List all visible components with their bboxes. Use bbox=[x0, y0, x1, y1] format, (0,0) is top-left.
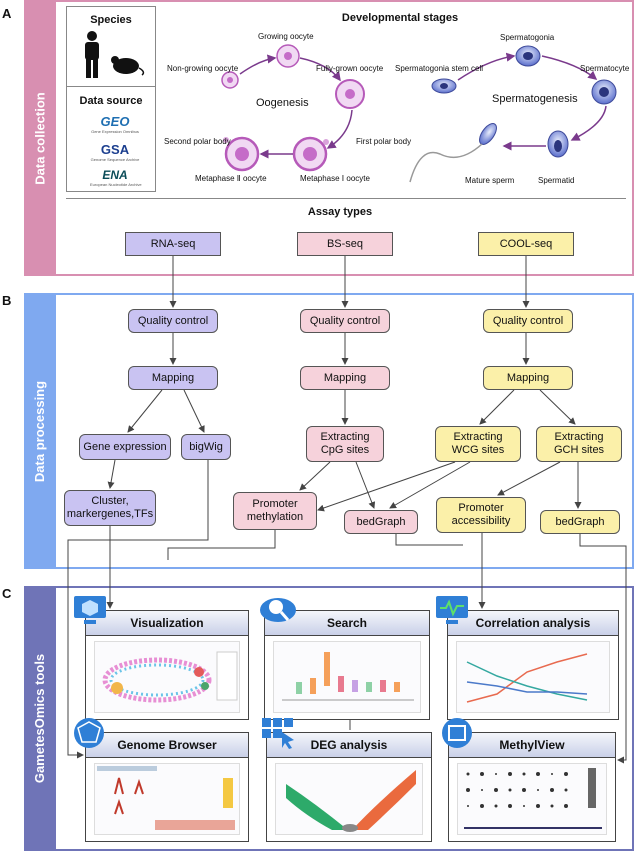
species-source-frame bbox=[66, 6, 156, 192]
oogenesis-diagram bbox=[221, 44, 365, 172]
genome-browser-preview bbox=[94, 763, 240, 835]
stage-fully-grown-oocyte: Fully-grown oocyte bbox=[316, 64, 384, 73]
stage-spermatid: Spermatid bbox=[538, 176, 575, 185]
panel-letter-b: B bbox=[2, 293, 12, 308]
spermatid-cell bbox=[547, 130, 569, 158]
assay-divider bbox=[66, 198, 626, 199]
fully-grown-oocyte-cell bbox=[335, 79, 365, 109]
metaphase-ii-oocyte-cell bbox=[223, 136, 260, 172]
bs-extracting-cpg-sites: Extracting CpG sites bbox=[306, 426, 384, 462]
bs-quality-control: Quality control bbox=[300, 309, 390, 333]
stage-metaphase-i-oocyte: Metaphase Ⅰ oocyte bbox=[300, 174, 370, 183]
panel-b-sidebar: Data processing bbox=[24, 293, 56, 569]
spermatocyte-cell bbox=[591, 79, 617, 105]
rna-cluster-markergenes-tfs: Cluster, markergenes,TFs bbox=[64, 490, 156, 526]
assay-types-title: Assay types bbox=[307, 206, 373, 218]
search-preview bbox=[273, 641, 421, 713]
cool-promoter-accessibility: Promoter accessibility bbox=[436, 497, 526, 533]
spermatogonia-cell bbox=[515, 45, 541, 67]
correlation-preview bbox=[456, 641, 610, 713]
panel-c-sidebar: GametesOmics tools bbox=[24, 586, 56, 851]
pulse-monitor-icon bbox=[436, 596, 468, 624]
data-source-title: Data source bbox=[79, 95, 143, 107]
rna-quality-control: Quality control bbox=[128, 309, 218, 333]
methylview-preview bbox=[457, 763, 607, 835]
growing-oocyte-cell bbox=[276, 44, 300, 68]
stage-spermatocyte: Spermatocyte bbox=[580, 64, 630, 73]
ena-logo-sub: European Nucleotide Archive bbox=[90, 182, 142, 187]
mouse-icon bbox=[111, 56, 145, 76]
panel-b-label: Data processing bbox=[32, 380, 48, 482]
cool-quality-control: Quality control bbox=[483, 309, 573, 333]
cube-monitor-icon bbox=[74, 596, 106, 624]
rna-mapping: Mapping bbox=[128, 366, 218, 390]
non-growing-oocyte-cell bbox=[221, 71, 239, 89]
stage-growing-oocyte: Growing oocyte bbox=[258, 32, 314, 41]
tool-visualization-title: Visualization bbox=[86, 611, 248, 636]
assay-rna-seq: RNA-seq bbox=[125, 232, 221, 256]
gsa-logo: GSA Genome Sequence Archive bbox=[90, 142, 140, 162]
species-title: Species bbox=[90, 14, 132, 26]
assay-cool-seq: COOL-seq bbox=[478, 232, 574, 256]
umap-scatter-preview bbox=[102, 651, 238, 703]
tool-search[interactable]: Search bbox=[264, 610, 430, 720]
panel-letter-c: C bbox=[2, 586, 12, 601]
ena-logo-text: ENA bbox=[102, 168, 128, 182]
panel-c-label: GametesOmics tools bbox=[32, 653, 48, 784]
bs-promoter-methylation: Promoter methylation bbox=[233, 492, 317, 530]
spermatogenesis-label: Spermatogenesis bbox=[492, 93, 578, 105]
rna-bigwig: bigWig bbox=[181, 434, 231, 460]
assay-bs-seq: BS-seq bbox=[297, 232, 393, 256]
tool-deg-analysis-title: DEG analysis bbox=[267, 733, 431, 758]
bs-mapping: Mapping bbox=[300, 366, 390, 390]
dot-matrix-preview bbox=[464, 768, 602, 829]
magnifier-cloud-icon bbox=[260, 598, 296, 622]
stage-first-polar-body: First polar body bbox=[356, 137, 412, 146]
stage-spermatogonia-stem-cell: Spermatogonia stem cell bbox=[395, 64, 484, 73]
panel-letter-a: A bbox=[2, 6, 12, 21]
spermatogonia-stem-cell bbox=[431, 78, 457, 94]
gsa-logo-text: GSA bbox=[100, 142, 130, 157]
metaphase-i-oocyte-cell bbox=[292, 136, 329, 172]
tool-deg-analysis[interactable]: DEG analysis bbox=[266, 732, 432, 842]
oogenesis-label: Oogenesis bbox=[256, 97, 309, 109]
gsa-logo-sub: Genome Sequence Archive bbox=[90, 157, 140, 162]
cool-extracting-wcg-sites: Extracting WCG sites bbox=[435, 426, 521, 462]
globe-network-icon bbox=[74, 718, 104, 748]
panel-a-label: Data collection bbox=[32, 91, 48, 185]
mature-sperm-cell bbox=[409, 123, 497, 183]
tool-visualization[interactable]: Visualization bbox=[85, 610, 249, 720]
window-icon bbox=[442, 718, 472, 748]
cool-extracting-gch-sites: Extracting GCH sites bbox=[536, 426, 622, 462]
cool-mapping: Mapping bbox=[483, 366, 573, 390]
tool-correlation-analysis[interactable]: Correlation analysis bbox=[447, 610, 619, 720]
cool-bedgraph: bedGraph bbox=[540, 510, 620, 534]
line-plot-preview bbox=[466, 653, 588, 703]
bs-bedgraph: bedGraph bbox=[344, 510, 418, 534]
visualization-preview bbox=[94, 641, 240, 713]
tool-genome-browser-title: Genome Browser bbox=[86, 733, 248, 758]
stage-mature-sperm: Mature sperm bbox=[465, 176, 515, 185]
species-divider bbox=[66, 86, 156, 87]
tracks-preview bbox=[97, 766, 235, 830]
geo-logo: GEO Gene Expression Omnibus bbox=[90, 114, 140, 134]
ena-logo: ENA European Nucleotide Archive bbox=[90, 168, 142, 187]
panel-a-sidebar: Data collection bbox=[24, 0, 56, 276]
deg-preview bbox=[275, 763, 423, 835]
rna-gene-expression: Gene expression bbox=[79, 434, 171, 460]
tool-genome-browser[interactable]: Genome Browser bbox=[85, 732, 249, 842]
volcano-plot-preview bbox=[286, 770, 416, 832]
geo-logo-sub: Gene Expression Omnibus bbox=[91, 129, 139, 134]
geo-logo-text: GEO bbox=[100, 114, 130, 129]
stage-second-polar-body: Second polar body bbox=[164, 137, 231, 146]
human-icon bbox=[85, 31, 99, 78]
tool-correlation-analysis-title: Correlation analysis bbox=[448, 611, 618, 636]
developmental-stages-title: Developmental stages bbox=[341, 12, 459, 24]
spermatogenesis-diagram bbox=[409, 45, 617, 183]
boxplot-preview bbox=[282, 652, 414, 701]
stage-non-growing-oocyte: Non-growing oocyte bbox=[167, 64, 239, 73]
grid-cursor-icon bbox=[262, 718, 294, 749]
stage-metaphase-ii-oocyte: Metaphase Ⅱ oocyte bbox=[195, 174, 267, 183]
stage-spermatogonia: Spermatogonia bbox=[500, 33, 555, 42]
